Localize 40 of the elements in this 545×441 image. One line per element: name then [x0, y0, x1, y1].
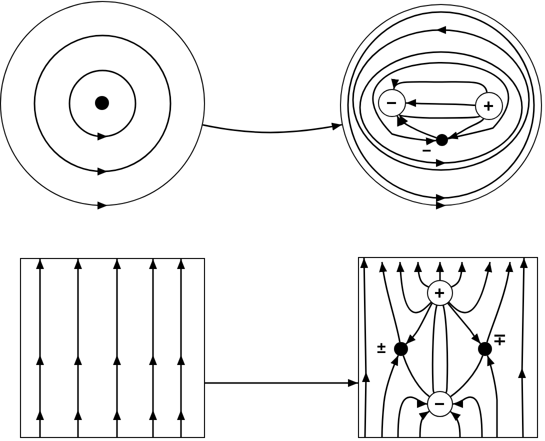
field-line — [418, 410, 430, 437]
field-region-square — [20, 258, 205, 438]
point-charge-dot — [436, 134, 448, 146]
field-line — [447, 302, 482, 344]
field-line — [448, 262, 492, 314]
field-line — [381, 355, 399, 437]
point-charge-dot — [394, 342, 408, 356]
charge-sign: ± — [377, 341, 386, 357]
field-line — [405, 302, 433, 345]
field-line — [414, 262, 429, 288]
field-line — [450, 355, 484, 398]
field-line — [406, 99, 476, 108]
field-line — [486, 355, 498, 437]
field-region-circle — [0, 1, 205, 206]
point-charge-dot — [478, 342, 492, 356]
charge-circle: − — [378, 88, 406, 116]
field-line — [447, 118, 484, 140]
field-line — [452, 396, 483, 438]
field-line — [397, 396, 428, 438]
field-line — [486, 262, 513, 343]
field-region-square — [358, 257, 538, 438]
field-line — [396, 262, 432, 314]
field-line — [436, 262, 444, 280]
charge-sign: ∓ — [493, 333, 506, 349]
field-line — [402, 355, 430, 398]
arrow — [205, 379, 358, 387]
field-line — [392, 78, 488, 92]
charge-circle: − — [426, 390, 452, 416]
point-charge-dot — [95, 96, 109, 110]
field-region-circle — [340, 4, 542, 206]
charge-circle: + — [426, 280, 452, 306]
field-line — [451, 262, 466, 288]
charge-sign: − — [422, 144, 432, 160]
field-line — [372, 62, 508, 145]
field-line — [450, 411, 461, 438]
charge-circle: + — [474, 92, 502, 120]
field-line — [379, 262, 401, 342]
field-line — [396, 116, 437, 138]
field-line — [399, 114, 480, 124]
arrow — [202, 122, 342, 134]
